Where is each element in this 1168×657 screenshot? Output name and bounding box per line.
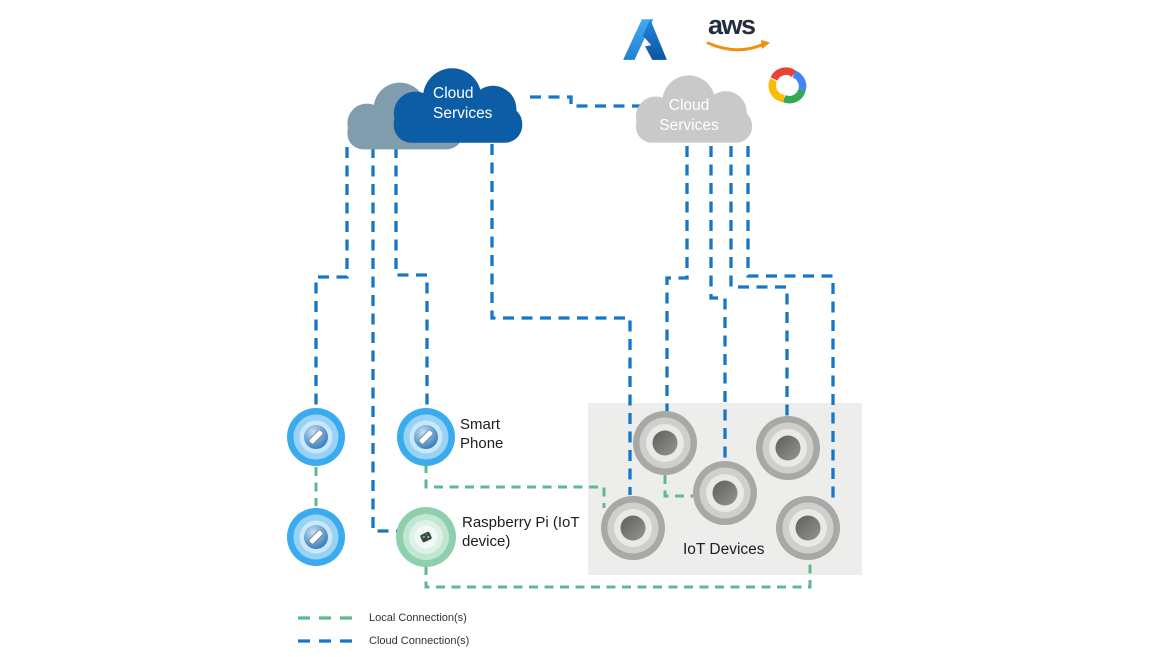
google-cloud-logo-icon bbox=[768, 67, 807, 104]
raspberry-pi-label: Raspberry Pi (IoT device) bbox=[462, 514, 580, 550]
cloud-connection-line bbox=[394, 147, 429, 407]
smartphone-icon bbox=[397, 408, 455, 466]
iot-device-icon bbox=[633, 411, 697, 475]
azure-logo-icon bbox=[623, 19, 667, 60]
cloud-icon bbox=[635, 75, 753, 143]
cloud-connection-line bbox=[371, 147, 398, 533]
cloud-connection-line bbox=[665, 146, 689, 412]
legend-row-cloud: Cloud Connection(s) bbox=[298, 629, 518, 652]
legend: Local Connection(s) Cloud Connection(s) bbox=[298, 606, 518, 652]
smartphone-icon bbox=[287, 408, 345, 466]
iot-device-icon bbox=[776, 496, 840, 560]
local-connection-line bbox=[424, 464, 606, 508]
left-cloud-services-label: Cloud Services bbox=[433, 85, 493, 122]
aws-wordmark: aws bbox=[708, 10, 756, 40]
cloud-to-cloud-connection-line bbox=[530, 95, 640, 108]
local-connection-swatch-icon bbox=[298, 615, 356, 620]
legend-cloud-label: Cloud Connection(s) bbox=[369, 634, 470, 647]
iot-device-icon bbox=[693, 461, 757, 525]
aws-smile-icon bbox=[706, 40, 770, 52]
smart-phone-label: Smart Phone bbox=[460, 416, 504, 452]
legend-local-label: Local Connection(s) bbox=[369, 611, 467, 624]
cloud-icon bbox=[393, 68, 523, 143]
aws-logo-icon: aws bbox=[706, 10, 772, 58]
smartphone-icon bbox=[287, 508, 345, 566]
iot-device-icon bbox=[756, 416, 820, 480]
legend-row-local: Local Connection(s) bbox=[298, 606, 518, 629]
cloud-connection-line bbox=[314, 147, 349, 407]
cloud-connection-line bbox=[729, 146, 789, 416]
cloud-connection-swatch-icon bbox=[298, 638, 356, 643]
iot-devices-label: IoT Devices bbox=[683, 541, 765, 558]
raspberry-pi-icon bbox=[396, 507, 456, 567]
right-cloud-services-label: Cloud Services bbox=[659, 97, 719, 134]
iot-device-icon bbox=[601, 496, 665, 560]
